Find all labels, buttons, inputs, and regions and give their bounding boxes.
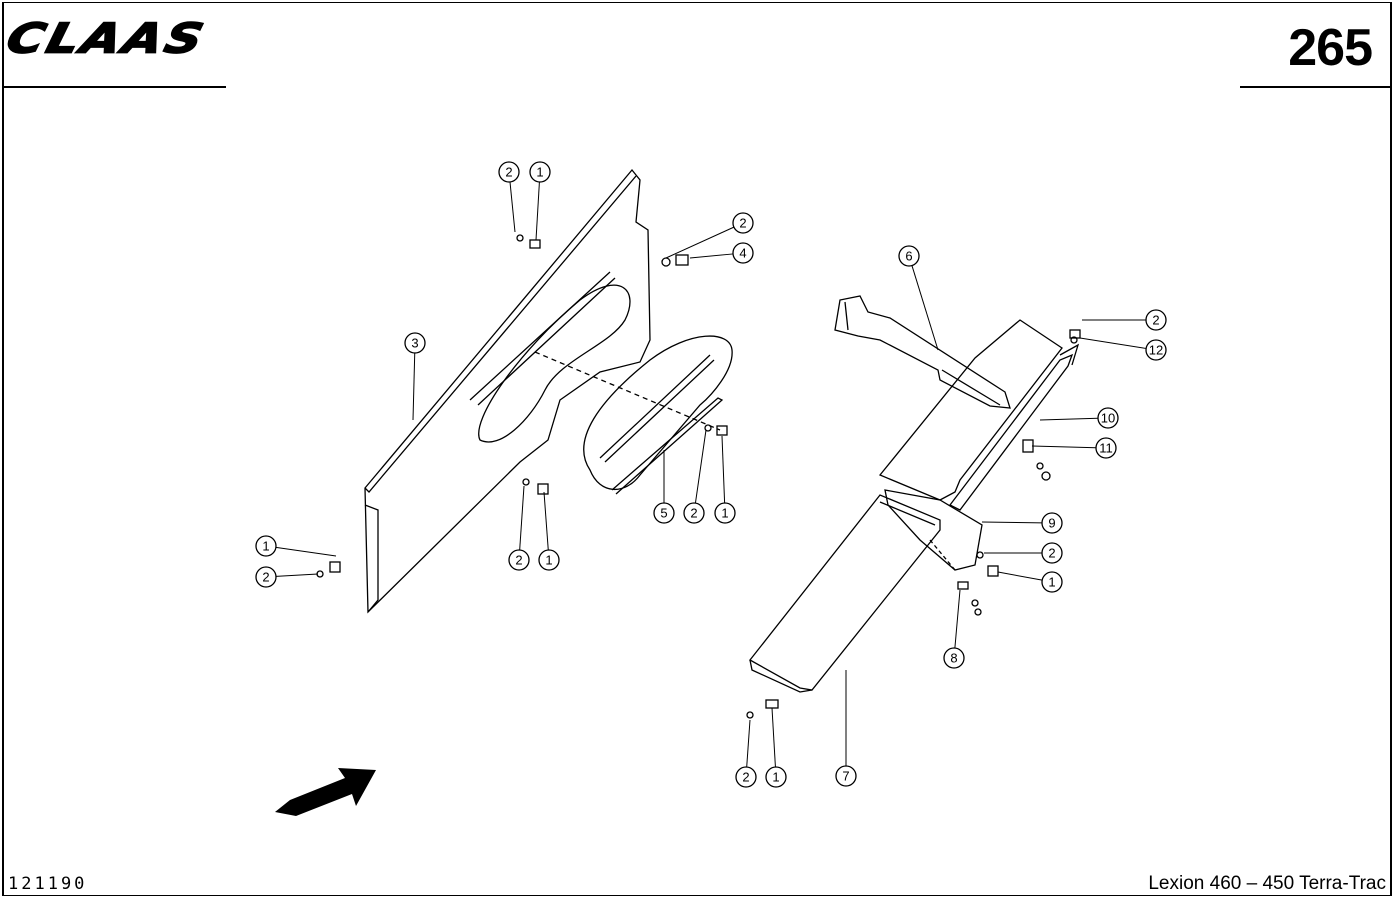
header-rule-right <box>1240 86 1390 88</box>
callout-circle <box>498 161 520 183</box>
callout-label: 2 <box>505 165 512 180</box>
callout-leader <box>535 181 540 241</box>
callout-label: 7 <box>842 769 849 784</box>
callout-label: 12 <box>1149 343 1163 358</box>
callout-circle <box>765 766 787 788</box>
callout-circle <box>1041 571 1063 593</box>
callout-label: 1 <box>772 770 779 785</box>
callout-circle <box>255 566 277 588</box>
callout-leader <box>911 265 939 351</box>
callout-leader <box>519 485 525 551</box>
callout-circle <box>1041 512 1063 534</box>
callout-leader <box>543 491 549 551</box>
callout-circle <box>735 766 757 788</box>
callout-label: 10 <box>1101 411 1115 426</box>
callout-leader <box>1039 417 1099 421</box>
part-cover-7 <box>749 494 941 691</box>
callout-label: 1 <box>536 165 543 180</box>
callout-circle <box>508 549 530 571</box>
callout-leader <box>665 226 735 259</box>
drawing-number: 121190 <box>8 874 88 894</box>
callout-label: 5 <box>660 506 667 521</box>
callout-label: 2 <box>739 216 746 231</box>
callout-leader <box>694 429 707 504</box>
callout-leader <box>509 181 516 233</box>
callout-leader <box>981 521 1043 524</box>
callout-label: 11 <box>1099 441 1113 456</box>
part-panel-3-cutout <box>478 284 631 443</box>
callout-leader <box>275 573 319 577</box>
callout-label: 2 <box>262 570 269 585</box>
callout-label: 2 <box>1152 313 1159 328</box>
callout-label: 2 <box>515 553 522 568</box>
callout-circle <box>835 765 857 787</box>
part-plate-9 <box>884 489 983 571</box>
model-name: Lexion 460 – 450 Terra-Trac <box>1148 873 1386 894</box>
part-bracket-6 <box>834 295 1011 409</box>
callout-circle <box>683 502 705 524</box>
callout-label: 1 <box>262 539 269 554</box>
callout-leader <box>721 435 726 504</box>
callout-label: 4 <box>739 246 746 261</box>
callout-circle <box>404 332 426 354</box>
callout-leader <box>1079 337 1147 349</box>
callout-circle <box>1145 309 1167 331</box>
callout-circle <box>732 212 754 234</box>
callout-label: 6 <box>905 249 912 264</box>
callout-circle <box>1095 437 1117 459</box>
callout-circle <box>943 647 965 669</box>
callout-circle <box>538 549 560 571</box>
callout-circle <box>653 502 675 524</box>
callout-leader <box>689 253 734 259</box>
part-plate-5 <box>583 335 733 491</box>
callout-circle <box>714 502 736 524</box>
header-rule-left <box>4 86 226 88</box>
callout-label: 2 <box>742 770 749 785</box>
callout-leader <box>412 352 416 421</box>
callout-circle <box>732 242 754 264</box>
callout-label: 2 <box>690 506 697 521</box>
callout-label: 1 <box>721 506 728 521</box>
callout-leader <box>771 707 776 768</box>
callout-label: 1 <box>545 553 552 568</box>
direction-arrow <box>275 768 376 816</box>
part-panel-3 <box>364 168 651 614</box>
callout-label: 8 <box>950 651 957 666</box>
callout-circle <box>1097 407 1119 429</box>
callout-leader <box>1031 445 1097 449</box>
callout-leader <box>746 719 751 768</box>
callout-leader <box>997 571 1043 581</box>
callout-label: 3 <box>411 336 418 351</box>
callout-circle <box>1145 339 1167 361</box>
callout-label: 9 <box>1048 516 1055 531</box>
callout-circle <box>255 535 277 557</box>
callout-label: 1 <box>1048 575 1055 590</box>
part-cover-channel <box>878 319 1063 501</box>
page-number: 265 <box>1288 19 1373 77</box>
callout-label: 2 <box>1048 546 1055 561</box>
callout-leader <box>275 546 337 557</box>
callout-leader <box>954 589 961 649</box>
callout-circle <box>1041 542 1063 564</box>
fasteners <box>316 234 1081 719</box>
callout-circle <box>898 245 920 267</box>
callout-circle <box>529 161 551 183</box>
